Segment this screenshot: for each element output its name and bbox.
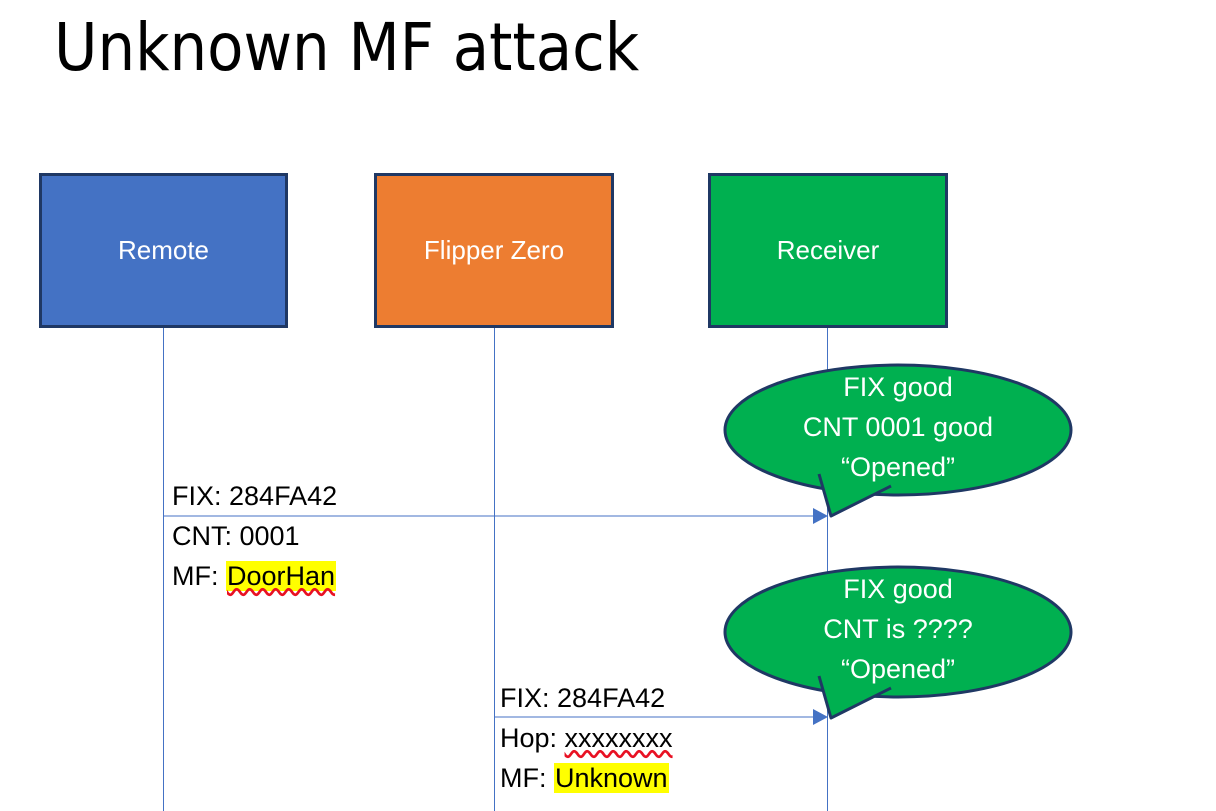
callout-receiver-response-1[interactable]: FIX good CNT 0001 good “Opened” (723, 362, 1073, 518)
message-line-mf-value: DoorHan (226, 561, 337, 591)
lifeline-receiver (827, 327, 828, 811)
actor-label-remote: Remote (117, 235, 210, 266)
message-line-hop: Hop: xxxxxxxx (500, 718, 673, 758)
message-line-hop-label: Hop: (500, 723, 565, 753)
arrow-head (813, 709, 828, 725)
arrow-head (813, 508, 828, 524)
actor-box-remote[interactable]: Remote (39, 173, 288, 328)
message-line-fix: FIX: 284FA42 (500, 678, 673, 718)
message-line-hop-value: xxxxxxxx (564, 723, 673, 753)
message-line-fix: FIX: 284FA42 (172, 476, 337, 516)
message-line-fix-label: FIX: (172, 481, 230, 511)
arrow-shaft (163, 515, 815, 517)
actor-label-flipper-zero: Flipper Zero (423, 235, 565, 266)
message-line-mf-value: Unknown (554, 763, 669, 793)
page-title: Unknown MF attack (54, 9, 640, 86)
message-line-cnt-value: 0001 (239, 521, 300, 551)
message-line-cnt-label: CNT: (172, 521, 240, 551)
callout-receiver-response-2[interactable]: FIX good CNT is ???? “Opened” (723, 564, 1073, 720)
message-label-flipper-to-receiver: FIX: 284FA42 Hop: xxxxxxxx MF: Unknown (500, 678, 673, 798)
message-arrow-remote-to-receiver (163, 508, 828, 524)
message-arrow-flipper-to-receiver (494, 709, 828, 725)
message-line-fix-value: 284FA42 (557, 683, 666, 713)
actor-box-receiver[interactable]: Receiver (708, 173, 948, 328)
callout-shape (723, 565, 1073, 720)
message-line-mf-label: MF: (172, 561, 226, 591)
actor-label-receiver: Receiver (776, 235, 880, 266)
lifeline-flipper (494, 327, 495, 811)
message-label-remote-to-receiver: FIX: 284FA42 CNT: 0001 MF: DoorHan (172, 476, 337, 596)
message-line-mf: MF: DoorHan (172, 556, 337, 596)
arrow-shaft (494, 716, 815, 718)
callout-shape (723, 363, 1073, 518)
message-line-fix-label: FIX: (500, 683, 558, 713)
message-line-cnt: CNT: 0001 (172, 516, 337, 556)
message-line-mf-label: MF: (500, 763, 554, 793)
message-line-mf: MF: Unknown (500, 758, 673, 798)
actor-box-flipper-zero[interactable]: Flipper Zero (374, 173, 614, 328)
message-line-fix-value: 284FA42 (229, 481, 338, 511)
lifeline-remote (163, 327, 164, 811)
